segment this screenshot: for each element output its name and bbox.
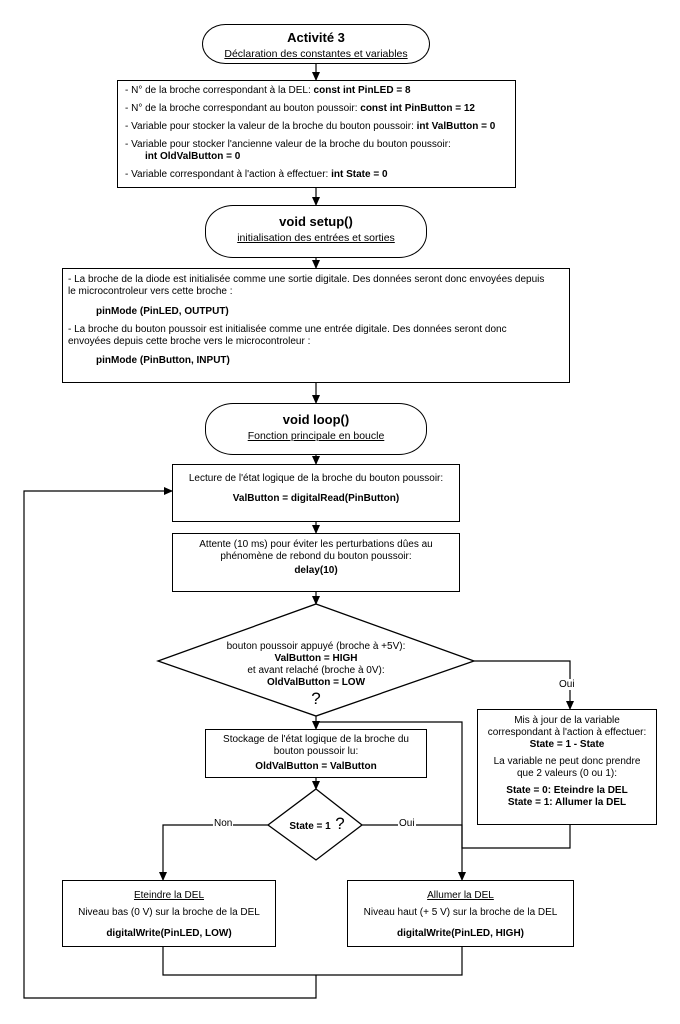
arrow-decision2-no-to-off xyxy=(159,824,268,881)
setup-title: void setup() xyxy=(279,214,353,229)
decision1-question-mark: ? xyxy=(311,689,321,708)
store-code: OldValButton = ValButton xyxy=(255,761,377,772)
decl-valbutton-text: - Variable pour stocker la valeur de la … xyxy=(125,121,417,132)
setup-p1-line1: - La broche de la diode est initialisée … xyxy=(68,274,545,285)
decl-oldvalbutton-code: int OldValButton = 0 xyxy=(145,151,241,162)
decision-pressed-diamond xyxy=(156,603,476,717)
setup-subtitle: initialisation des entrées et sorties xyxy=(237,232,395,244)
arrow-decision1-yes-to-toggle xyxy=(474,660,574,710)
led-on-box: Allumer la DEL Niveau haut (+ 5 V) sur l… xyxy=(347,880,574,947)
loop-title: void loop() xyxy=(282,412,350,427)
debounce-code: delay(10) xyxy=(294,565,338,576)
decision1-yes-label: Oui xyxy=(558,679,576,690)
debounce-box: Attente (10 ms) pour éviter les perturba… xyxy=(172,533,460,592)
activity-title: Activité 3 xyxy=(287,30,345,45)
decision2-question-mark: ? xyxy=(335,814,345,833)
decision-state-text: State = 1 ? xyxy=(272,814,362,834)
setup-code-output: pinMode (PinLED, OUTPUT) xyxy=(96,306,229,317)
toggle-line5: que 2 valeurs (0 ou 1): xyxy=(516,768,618,779)
led-on-title: Allumer la DEL xyxy=(427,890,494,901)
setup-description-box: - La broche de la diode est initialisée … xyxy=(62,268,570,383)
decl-oldvalbutton-text: - Variable pour stocker l'ancienne valeu… xyxy=(125,139,451,150)
store-line1: Stockage de l'état logique de la broche … xyxy=(223,734,409,745)
led-off-title: Eteindre la DEL xyxy=(133,890,205,901)
toggle-line4: La variable ne peut donc prendre xyxy=(493,756,641,767)
decision2-condition: State = 1 xyxy=(289,821,331,832)
setup-p2-line2: envoyées depuis cette broche vers le mic… xyxy=(68,336,311,347)
line-off-merge xyxy=(162,947,463,976)
decision2-yes-label: Oui xyxy=(398,818,416,829)
declarations-box: - N° de la broche correspondant à la DEL… xyxy=(117,80,516,188)
debounce-line1: Attente (10 ms) pour éviter les perturba… xyxy=(199,539,433,550)
toggle-line6: State = 0: Eteindre la DEL xyxy=(506,785,628,796)
decision1-line2: ValButton = HIGH xyxy=(274,653,358,664)
store-line2: bouton poussoir lu: xyxy=(273,746,359,757)
led-off-text: Niveau bas (0 V) sur la broche de la DEL xyxy=(78,907,260,918)
led-on-code: digitalWrite(PinLED, HIGH) xyxy=(396,928,525,939)
decision-state-diamond xyxy=(266,788,364,861)
decision1-line3: et avant relaché (broche à 0V): xyxy=(247,665,385,676)
toggle-line7: State = 1: Allumer la DEL xyxy=(507,797,627,808)
decl-state-code: int State = 0 xyxy=(331,169,388,180)
decision1-line4: OldValButton = LOW xyxy=(266,677,366,688)
led-off-code: digitalWrite(PinLED, LOW) xyxy=(106,928,232,939)
activity-terminator: Activité 3 Déclaration des constantes et… xyxy=(202,24,430,64)
store-old-value-box: Stockage de l'état logique de la broche … xyxy=(205,729,427,778)
arrow-decision2-yes-to-on xyxy=(362,824,466,881)
led-on-text: Niveau haut (+ 5 V) sur la broche de la … xyxy=(363,907,558,918)
decision-pressed-text: bouton poussoir appuyé (broche à +5V): V… xyxy=(198,641,434,709)
decl-pinled-text: - N° de la broche correspondant à la DEL… xyxy=(125,85,314,96)
decl-pinbutton-code: const int PinButton = 12 xyxy=(360,103,475,114)
setup-p1-line2: le microcontroleur vers cette broche : xyxy=(68,286,233,297)
loop-subtitle: Fonction principale en boucle xyxy=(247,430,385,442)
activity-subtitle: Déclaration des constantes et variables xyxy=(224,48,408,60)
read-button-box: Lecture de l'état logique de la broche d… xyxy=(172,464,460,522)
decl-pinbutton-text: - N° de la broche correspondant au bouto… xyxy=(125,103,361,114)
read-code: ValButton = digitalRead(PinButton) xyxy=(232,493,400,504)
decision2-no-label: Non xyxy=(213,818,234,829)
decision1-line1: bouton poussoir appuyé (broche à +5V): xyxy=(226,641,406,652)
led-off-box: Eteindre la DEL Niveau bas (0 V) sur la … xyxy=(62,880,276,947)
toggle-line3: State = 1 - State xyxy=(529,739,605,750)
loop-terminator: void loop() Fonction principale en boucl… xyxy=(205,403,427,455)
toggle-state-box: Mis à jour de la variable correspondant … xyxy=(477,709,657,825)
setup-p2-line1: - La broche du bouton poussoir est initi… xyxy=(68,324,507,335)
toggle-line2: correspondant à l'action à effectuer: xyxy=(487,727,647,738)
arrow-loop-back xyxy=(23,487,317,999)
setup-terminator: void setup() initialisation des entrées … xyxy=(205,205,427,258)
read-text: Lecture de l'état logique de la broche d… xyxy=(188,473,444,484)
decl-pinled-code: const int PinLED = 8 xyxy=(313,85,411,96)
decl-valbutton-code: int ValButton = 0 xyxy=(416,121,496,132)
debounce-line2: phénomène de rebond du bouton poussoir: xyxy=(220,551,412,562)
setup-code-input: pinMode (PinButton, INPUT) xyxy=(96,355,230,366)
toggle-line1: Mis à jour de la variable xyxy=(514,715,620,726)
decl-state-text: - Variable correspondant à l'action à ef… xyxy=(125,169,332,180)
